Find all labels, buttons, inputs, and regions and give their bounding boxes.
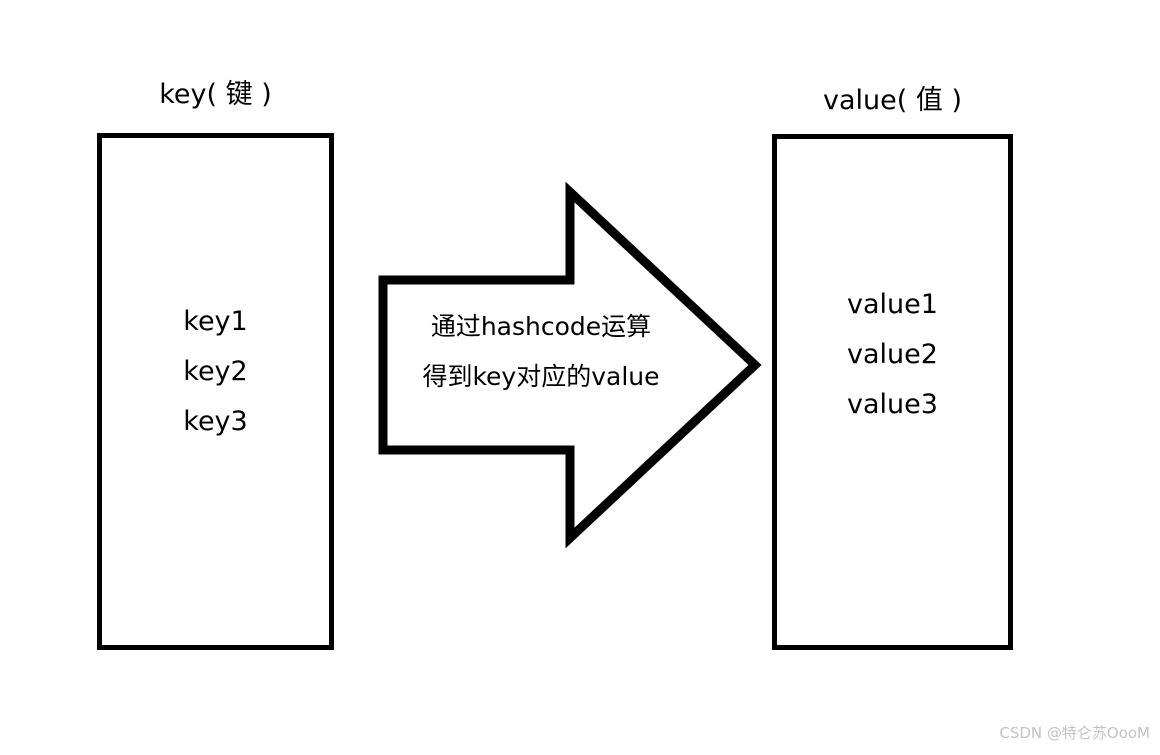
key-list-item: key2: [183, 356, 248, 387]
value-box-title: value( 值 ): [823, 85, 962, 116]
value-list: value1 value2 value3: [777, 280, 1008, 430]
key-list-item: key3: [183, 406, 248, 437]
key-list-item: key1: [183, 306, 248, 337]
arrow-shape: [378, 181, 762, 549]
arrow-label-line2: 得到key对应的value: [422, 362, 660, 391]
value-list-item: value2: [847, 339, 938, 370]
key-list: key1 key2 key3: [102, 297, 329, 447]
arrow-label: 通过hashcode运算 得到key对应的value: [391, 302, 691, 402]
right-block-arrow-icon: [378, 181, 762, 549]
value-box: value1 value2 value3: [772, 134, 1013, 650]
watermark: CSDN @特仑苏OooM: [999, 724, 1150, 742]
key-box: key1 key2 key3: [97, 133, 334, 650]
key-box-title: key( 键 ): [159, 79, 272, 110]
arrow-label-line1: 通过hashcode运算: [430, 312, 652, 341]
value-list-item: value3: [847, 389, 938, 420]
value-list-item: value1: [847, 289, 938, 320]
